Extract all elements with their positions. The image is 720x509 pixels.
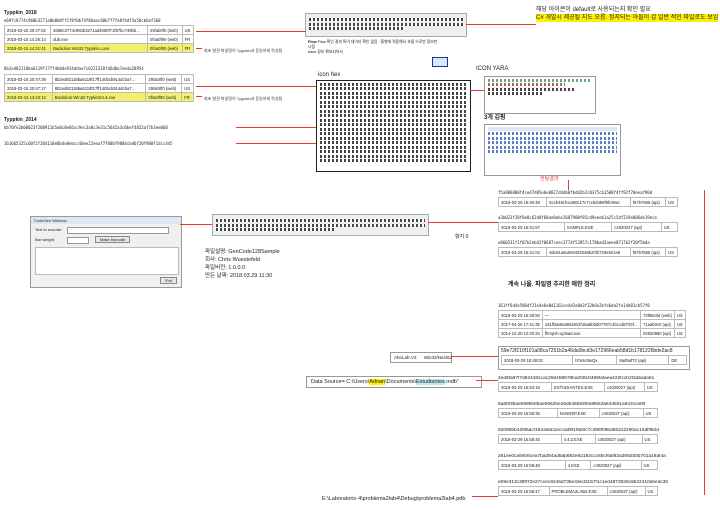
connector-line xyxy=(476,380,498,381)
connector-line xyxy=(196,31,306,32)
hunting-title: 3개 김핑 xyxy=(484,115,506,121)
typpkin-2014-title: Typpkin_2014 xyxy=(4,117,37,123)
codegen-window: CodeGen Window Text to encode: Bar weigh… xyxy=(30,216,182,288)
annotation-line-1: 해당 아이콘이 default로 사용되는지 확인 필요 xyxy=(536,7,651,13)
exit-button[interactable]: Exit xyxy=(160,277,177,284)
connector-line xyxy=(196,86,316,87)
typpkin-2018-title: Typpkin_2018 xyxy=(4,10,37,16)
file-description: 파일설명: GenCode128Sample xyxy=(205,249,280,255)
connector-line xyxy=(196,96,202,97)
table-row: 2018-03-29 15:30:50—73f88c8d (web)US xyxy=(498,310,686,320)
typpkin-2018-hash2: 8b2ed82118ba6119f17ff4b8de914ddae7c02213… xyxy=(4,66,144,71)
hex-dump-screenshot xyxy=(305,13,467,37)
connector-line xyxy=(470,90,484,91)
connector-line xyxy=(472,496,498,497)
long-hash-box-1: 59e72f210f101a08ca7251b2a46da0bcd3e17296… xyxy=(498,346,690,370)
hunt-results: f5a986880f4ced7d85e6e0827d4db0fbdd2b2c03… xyxy=(497,190,679,257)
window-icon xyxy=(432,57,448,67)
file-info: 파일설명: GenCode128Sample 회사: Chris Wuestef… xyxy=(205,248,280,280)
note-typpkin-2: 최초 발견 파일명이 Typpkin과 동일하게 작성됨 xyxy=(204,96,283,101)
continue-note: 계속 나올. 파일명 추리한 애한 정리 xyxy=(508,282,596,288)
make-barcode-button[interactable]: Make barcode xyxy=(95,236,131,243)
small-table-block: 161ff6d4e5064f21e4e6e0d1161ce4d2e0d3f32b… xyxy=(498,303,686,338)
connector-line xyxy=(466,24,536,25)
typpkin-2018-hash: e69fc8774c960b3271a0b0b0ff1f8f0b74f8baec… xyxy=(4,18,161,23)
file-created: 만든 날짜: 2018.03.29 11:30 xyxy=(205,273,273,279)
bar-weight-input[interactable] xyxy=(67,237,89,244)
yara-rule-screenshot xyxy=(484,76,596,114)
flow-note: Flow 확인 결과 특이 데이터 확인 없음 : 흥행에 적용해서 흐름 으로… xyxy=(308,40,438,49)
bar-weight-label: Bar weight: xyxy=(35,237,56,242)
file-version: 파일버전: 1.0.0.0 xyxy=(205,265,246,271)
barcode-canvas xyxy=(35,247,179,275)
middle-hex-screenshot xyxy=(212,214,429,236)
connector-line xyxy=(236,127,316,128)
hunting-result-label: 헌팅결과 xyxy=(540,176,559,182)
text-to-encode-input[interactable] xyxy=(67,227,169,234)
connector-line xyxy=(196,48,202,49)
bottom-hash-list: 2ed6fa97f7d924481cac29d458578ba20810469f… xyxy=(497,376,669,496)
connector-line xyxy=(428,222,498,223)
note-typpkin-1: 최초 발견 파일명이 Typpkin과 동일하게 작성됨 xyxy=(204,48,283,53)
icon-hex-block xyxy=(316,80,471,172)
typpkin-2014-hash1: bb70fe2b08023f208911b5a0c8e66cc9ec3a8c3e… xyxy=(4,125,168,130)
file-company: 회사: Chris Wuestefeld xyxy=(205,257,260,263)
window-title: CodeGen Window xyxy=(31,217,181,224)
typpkin-2014-hash2: 161665325c60f2f204110e8b4e8ebcc40ee22eea… xyxy=(4,141,173,146)
flow-note-2: base 정보 확보되어서 xyxy=(308,50,343,54)
text-to-encode-label: Text to encode: xyxy=(35,227,63,232)
antivirus-box: AhnLab-V3 Win32/Neshta xyxy=(390,352,452,363)
hunting-screenshot xyxy=(484,124,621,176)
icon-yara-title: ICON YARA xyxy=(476,66,509,72)
pdb-path: E:\Laboratorio 4\problema2lab4\Debug\pro… xyxy=(322,496,466,502)
connector-line xyxy=(568,180,569,190)
connector-line xyxy=(452,356,498,357)
mid-note: 항지 0 xyxy=(455,234,469,240)
annotation-line-2: C# 개발시 제공될 지도 모름. 정지되는 아들이 갑 일반 적인 파일로도 … xyxy=(536,14,719,22)
connector-line xyxy=(180,224,212,225)
icon-hex-title: icon hex xyxy=(318,72,341,78)
connector-line xyxy=(704,190,705,495)
data-source-box: Data Source= C:\Users\Adnan\Documents\Es… xyxy=(306,376,482,388)
connector-line xyxy=(236,143,316,144)
